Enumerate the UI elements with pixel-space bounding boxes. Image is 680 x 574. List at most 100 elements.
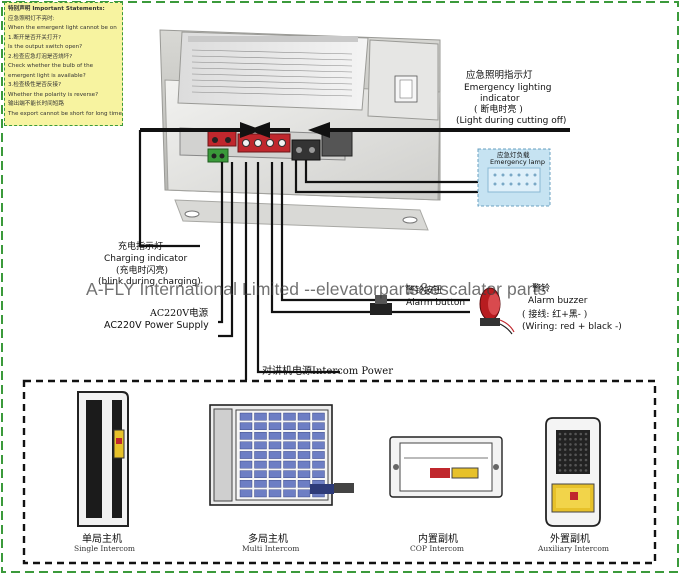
alarm-buzzer-label-en: Alarm buzzer	[528, 296, 588, 306]
emergency-indicator-label-cn: 应急照明指示灯	[466, 70, 533, 81]
charging-indicator-label-cn2: (充电时闪亮)	[116, 266, 169, 276]
emergency-indicator-label-cn2: ( 断电时亮 )	[474, 105, 523, 115]
speaker-grille-hole	[563, 453, 567, 457]
wiring-label-cn: ( 接线: 红+黑- )	[522, 310, 588, 320]
charging-indicator-label-en2: (blink during charging)	[98, 277, 201, 287]
speaker-grille-hole	[574, 443, 577, 446]
keypad-key	[297, 460, 311, 469]
statement-line: 输出端不能长时间短路	[8, 101, 64, 107]
keypad-key	[283, 460, 296, 469]
keypad-key	[312, 470, 325, 479]
single-intercom-label-cn: 单局主机	[82, 534, 122, 545]
statement-line: 2.检查应急灯泡是否烧坏?	[8, 53, 73, 60]
speaker-grille-hole	[569, 469, 572, 472]
speaker-grille-hole	[558, 453, 562, 457]
statement-line: 应急照明灯不亮时:	[8, 15, 55, 22]
keypad-key	[268, 489, 282, 498]
keypad-key	[283, 432, 296, 440]
keypad-key	[254, 460, 267, 469]
statement-line: The export cannot be short for long time	[8, 110, 122, 117]
statement-line: Is the output switch open?	[8, 44, 83, 50]
keypad-key	[283, 480, 296, 488]
emergency-lamp-label-en: Emergency lamp	[490, 158, 545, 166]
keypad-key	[268, 441, 282, 450]
keypad-key	[268, 451, 282, 459]
speaker-grille-hole	[569, 448, 572, 451]
speaker-grille-hole	[569, 443, 572, 446]
statement-line: 3.检查极性是否反接?	[8, 82, 62, 88]
keypad-key	[312, 422, 325, 431]
ac-supply-label-cn: AC220V电源	[150, 308, 209, 319]
speaker-grille-hole	[563, 443, 567, 446]
single-intercom-device	[77, 391, 129, 527]
speaker-grille-hole	[579, 458, 583, 462]
alarm-button-label-en: Alarm button	[406, 298, 466, 308]
speaker-grille-hole	[574, 453, 577, 457]
intercom-power-label: 对讲机电源Intercom Power	[262, 366, 393, 377]
speaker-grille-hole	[579, 463, 583, 467]
power-supply-device	[159, 29, 441, 231]
speaker-grille-hole	[558, 463, 562, 467]
statement-line: Whether the polarity is reverse?	[8, 91, 99, 98]
speaker-grille-hole	[558, 448, 562, 451]
speaker-grille-hole	[558, 443, 562, 446]
statement-line: emergent light is available?	[8, 72, 86, 79]
keypad-key	[283, 441, 296, 450]
keypad-key	[239, 480, 253, 488]
keypad-key	[239, 470, 253, 479]
speaker-grille-hole	[558, 469, 562, 472]
cop-intercom-label-en: COP Intercom	[410, 544, 464, 553]
keypad-key	[297, 432, 311, 440]
keypad-key	[312, 451, 325, 459]
speaker-grille-hole	[563, 432, 567, 436]
cop-intercom-label-cn: 内置副机	[418, 534, 458, 545]
speaker-grille-hole	[584, 469, 588, 472]
emergency-lamp-label-cn: 应急灯负载	[497, 151, 530, 159]
multi-intercom-label-cn: 多局主机	[248, 534, 288, 545]
alarm-buzzer-label-cn: 警铃	[532, 284, 551, 294]
keypad-key	[268, 470, 282, 479]
keypad-key	[283, 412, 296, 421]
single-intercom-label-en: Single Intercom	[74, 544, 136, 553]
keypad-key	[239, 451, 253, 459]
keypad-key	[283, 451, 296, 459]
multi-intercom-label-en: Multi Intercom	[242, 544, 300, 553]
speaker-grille-hole	[558, 437, 562, 441]
speaker-grille-hole	[563, 437, 567, 441]
statement-line: Check whether the bulb of the	[8, 63, 94, 69]
keypad-key	[254, 422, 267, 431]
speaker-grille-hole	[574, 463, 577, 467]
keypad-key	[268, 460, 282, 469]
keypad-key	[254, 470, 267, 479]
speaker-grille-hole	[579, 469, 583, 472]
ac-supply-label-en: AC220V Power Supply	[104, 320, 209, 331]
speaker-grille-hole	[574, 437, 577, 441]
keypad-key	[297, 422, 311, 431]
alarm-buzzer	[479, 287, 515, 335]
intercom-group-box	[22, 379, 657, 565]
speaker-grille-hole	[584, 432, 588, 436]
keypad-key	[268, 422, 282, 431]
important-statements: 特别声明 Important Statements: 应急照明灯不亮时: Whe…	[4, 2, 123, 126]
speaker-grille-hole	[584, 448, 588, 451]
speaker-grille-hole	[574, 432, 577, 436]
speaker-grille-hole	[569, 432, 572, 436]
speaker-grille-hole	[579, 453, 583, 457]
watermark-text: A-FLY International Limited --elevatorpa…	[86, 279, 547, 299]
keypad-key	[254, 480, 267, 488]
multi-intercom-keys	[239, 412, 325, 498]
keypad-key	[239, 432, 253, 440]
speaker-grille-hole	[569, 463, 572, 467]
charging-indicator-label-cn: 充电指示灯	[118, 242, 164, 252]
keypad-key	[268, 480, 282, 488]
speaker-grille-hole	[579, 432, 583, 436]
speaker-grille-hole	[584, 463, 588, 467]
speaker-grille-hole	[558, 458, 562, 462]
keypad-key	[297, 470, 311, 479]
keypad-key	[268, 412, 282, 421]
keypad-key	[312, 441, 325, 450]
keypad-key	[297, 441, 311, 450]
keypad-key	[239, 412, 253, 421]
keypad-key	[312, 412, 325, 421]
speaker-grille-hole	[584, 453, 588, 457]
